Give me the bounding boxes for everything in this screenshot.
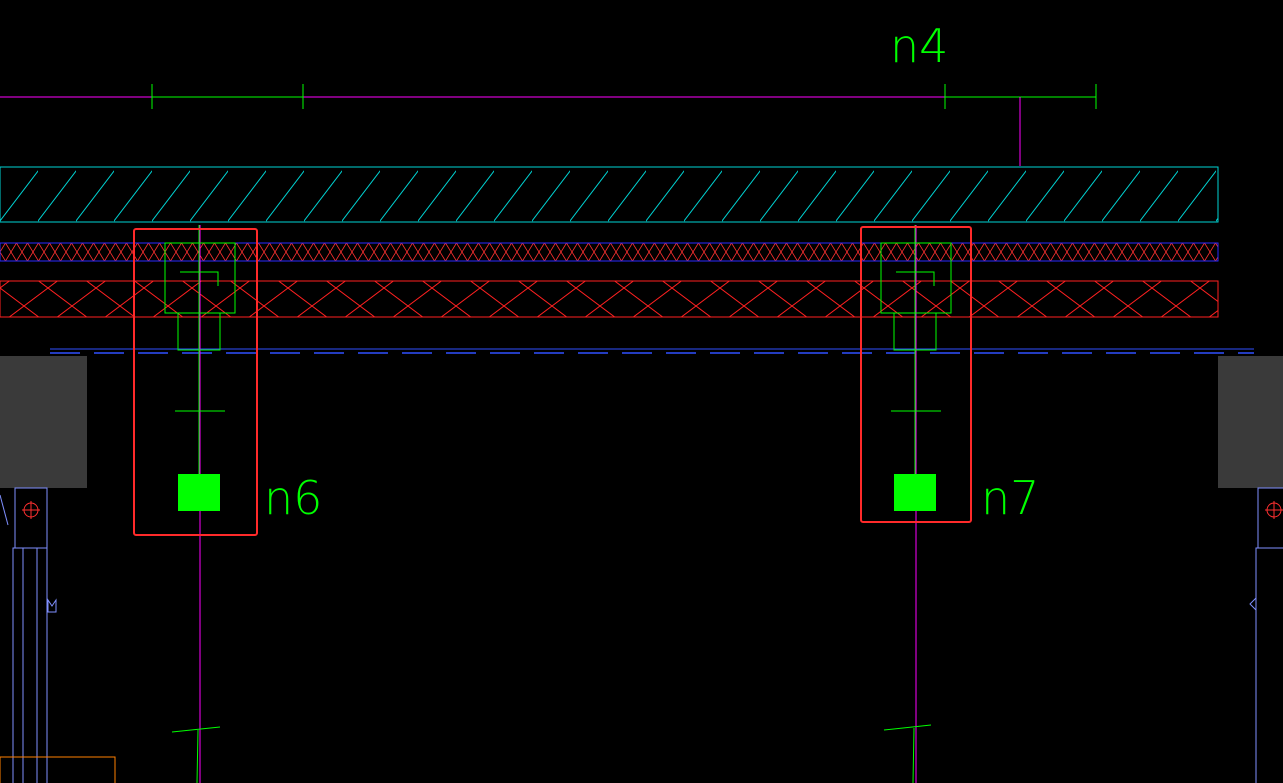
label-n6: n6 [264, 471, 322, 525]
hanger-assembly-right[interactable] [860, 225, 972, 783]
right-column-structure[interactable] [1249, 487, 1283, 783]
label-n7: n7 [981, 471, 1039, 525]
grey-block-left[interactable] [0, 356, 87, 488]
dashed-reference-line [50, 348, 1254, 354]
grey-block-right[interactable] [1218, 356, 1283, 488]
highlight-box-right[interactable] [860, 226, 972, 523]
top-dimension-chain [0, 84, 1097, 166]
cyan-hatched-slab[interactable] [0, 166, 1219, 223]
highlight-box-left[interactable] [133, 228, 258, 536]
anchor-block-right[interactable] [894, 474, 936, 511]
blue-crosshatch-band[interactable] [0, 242, 1219, 262]
hanger-assembly-left[interactable] [133, 225, 258, 783]
anchor-block-left[interactable] [178, 474, 220, 511]
left-column-structure[interactable] [0, 487, 116, 783]
label-n4: n4 [890, 19, 948, 73]
red-crosshatch-band[interactable] [0, 280, 1219, 318]
